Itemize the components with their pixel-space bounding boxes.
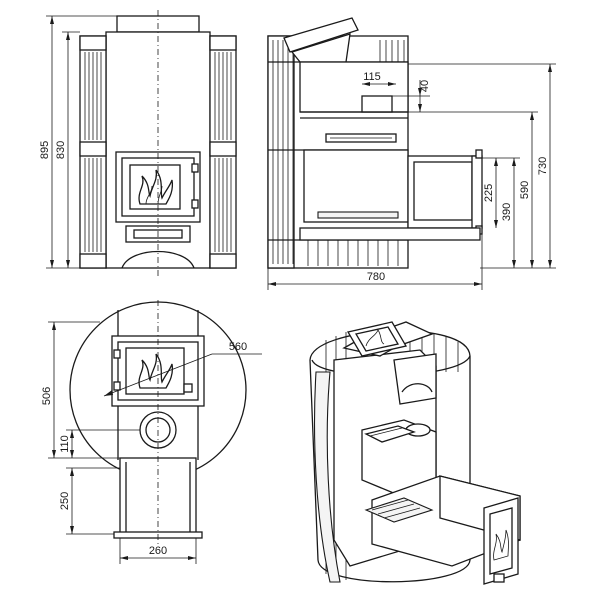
- dim-top-depth-506: 506: [41, 387, 53, 405]
- front-left-grill: [84, 52, 102, 252]
- side-view: 115 40 730 590 390 225 780: [267, 17, 556, 290]
- dim-side-length-780: 780: [367, 271, 385, 283]
- iso-ash-grate: [364, 497, 434, 523]
- flame-icon: [493, 529, 509, 561]
- dim-top-diameter-560: 560: [229, 341, 247, 353]
- iso-top-door: [346, 321, 408, 357]
- dim-side-depth-40: 40: [419, 80, 431, 92]
- front-right-grill: [214, 52, 232, 252]
- side-lid-open: [283, 17, 359, 63]
- dim-top-offset-110: 110: [59, 435, 71, 453]
- dim-side-width-115: 115: [363, 71, 381, 83]
- front-view: 895 830: [39, 10, 237, 278]
- isometric-cutaway-view: [309, 321, 521, 585]
- dim-side-height-590: 590: [519, 181, 531, 199]
- dim-front-height-body: 830: [55, 141, 67, 159]
- flame-icon: [138, 353, 174, 389]
- top-view: 560 506 110 250 260: [41, 300, 262, 564]
- dim-top-tunnel-250: 250: [59, 492, 71, 510]
- flame-icon: [138, 169, 174, 205]
- dim-side-height-730: 730: [537, 157, 549, 175]
- dim-top-width-260: 260: [149, 545, 167, 557]
- iso-front-door: [483, 497, 519, 585]
- dim-side-height-225: 225: [483, 184, 495, 202]
- dim-side-height-390: 390: [501, 203, 513, 221]
- dim-front-height-total: 895: [39, 141, 51, 159]
